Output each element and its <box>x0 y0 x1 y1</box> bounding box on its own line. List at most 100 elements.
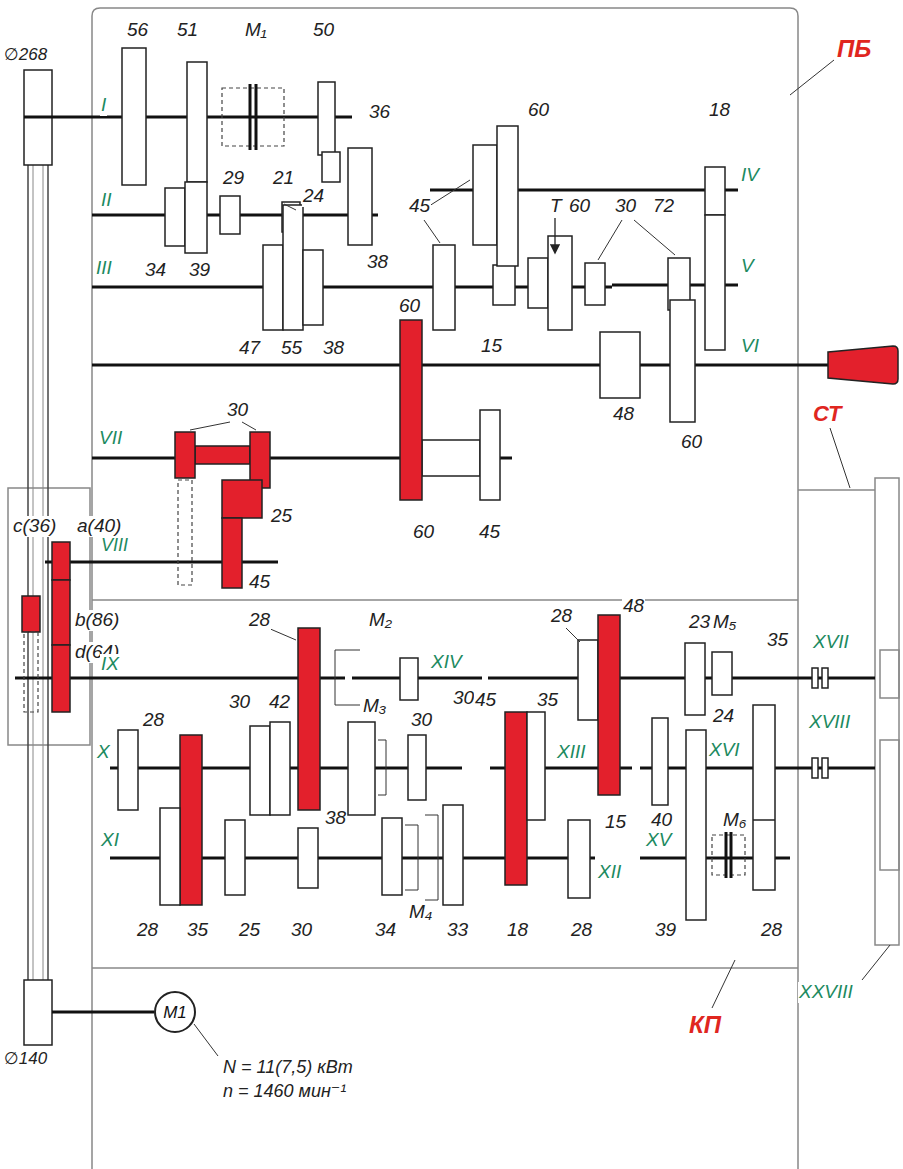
callout-number: 28 <box>760 920 783 941</box>
gear <box>408 735 426 800</box>
callout-number: 34 <box>144 260 167 281</box>
gear <box>52 580 70 645</box>
ghost-gear <box>178 480 192 585</box>
gear <box>578 640 598 720</box>
arrow <box>554 218 555 252</box>
callout-number: 60 <box>568 196 591 217</box>
callout-number: M₃ <box>362 696 387 717</box>
callout-number: 36 <box>368 102 391 123</box>
callout-number: 30 <box>226 400 249 421</box>
clutch <box>405 815 438 900</box>
clutch <box>730 832 733 878</box>
shaft-number: XII <box>597 862 622 883</box>
gear <box>298 628 320 810</box>
callout-number: 56 <box>126 20 149 41</box>
callout-number: T <box>549 196 563 217</box>
callout-number: 18 <box>506 920 529 941</box>
motor-circle: M1 <box>154 991 196 1033</box>
leader-line <box>268 628 296 640</box>
unit-label: ПБ <box>836 36 872 62</box>
belt <box>43 165 44 980</box>
callout-number: 38 <box>324 808 347 829</box>
callout-number: 33 <box>446 920 469 941</box>
gear-hub <box>422 440 480 476</box>
callout-number: 35 <box>536 690 559 711</box>
gear <box>175 432 195 478</box>
callout-number: 24 <box>302 186 325 207</box>
gear <box>598 615 620 795</box>
housing-frame <box>92 967 798 969</box>
coupling <box>822 668 828 688</box>
callout-number: ∅268 <box>3 46 48 65</box>
callout-number: 25 <box>238 920 261 941</box>
gear <box>52 542 70 580</box>
callout-number: 24 <box>712 706 735 727</box>
leader-line <box>242 422 256 430</box>
callout-number: 28 <box>570 920 593 941</box>
gear-divider <box>753 819 775 821</box>
callout-number: a(40) <box>76 516 122 537</box>
callout-number: 42 <box>268 692 291 713</box>
clutch <box>712 652 732 695</box>
callout-number: 35 <box>186 920 209 941</box>
gear <box>52 645 70 712</box>
gear <box>382 818 402 895</box>
callout-number: 30 <box>614 196 637 217</box>
callout-number: 45 <box>408 196 431 217</box>
belt <box>47 165 49 980</box>
callout-number: 39 <box>188 260 211 281</box>
gear <box>685 643 705 715</box>
callout-number: n = 1460 мин⁻¹ <box>222 1082 347 1102</box>
gear <box>705 215 725 350</box>
gear <box>222 518 242 588</box>
gear <box>443 805 463 905</box>
clutch <box>222 88 284 146</box>
leader-line <box>598 220 622 260</box>
callout-number: 50 <box>312 20 335 41</box>
gear <box>527 712 545 820</box>
motor-shaft <box>52 1011 154 1014</box>
callout-number: 48 <box>612 404 635 425</box>
shaft-number: XI <box>100 830 120 851</box>
callout-number: 51 <box>176 20 199 41</box>
shaft-number: XXVIII <box>798 982 854 1003</box>
gear <box>480 410 500 500</box>
callout-number: 28 <box>248 610 271 631</box>
callout-number: 28 <box>136 920 159 941</box>
callout-number: 21 <box>272 168 295 189</box>
leader-line <box>284 204 296 210</box>
callout-number: 30 <box>410 710 433 731</box>
gear <box>160 808 180 905</box>
shaft <box>92 364 830 367</box>
shaft-number: XIV <box>430 652 463 673</box>
callout-number: 15 <box>480 336 503 357</box>
leader-line <box>830 428 850 488</box>
callout-number: 48 <box>622 596 645 617</box>
callout-number: ∅140 <box>3 1050 48 1069</box>
callout-number: 45 <box>248 572 271 593</box>
motor-label: M1 <box>163 1004 187 1021</box>
gear <box>118 730 138 810</box>
callout-number: 47 <box>238 338 261 359</box>
gear <box>180 735 202 905</box>
shaft-number: IX <box>100 654 120 675</box>
gear <box>220 196 240 234</box>
gear <box>298 828 318 888</box>
gear <box>165 188 185 246</box>
gear <box>528 258 548 308</box>
leader-line <box>790 60 834 95</box>
apron-frame <box>875 478 899 945</box>
shaft <box>45 561 278 564</box>
callout-number: M₅ <box>712 612 737 633</box>
callout-number: 34 <box>374 920 397 941</box>
coupling <box>822 758 828 778</box>
callout-number: 28 <box>550 606 573 627</box>
leader-line <box>424 220 440 243</box>
pulley <box>24 980 52 1045</box>
gear <box>493 265 515 305</box>
belt <box>27 165 29 980</box>
leader-line <box>712 960 735 1008</box>
callout-number: 60 <box>412 522 435 543</box>
shaft-number: XV <box>645 830 672 851</box>
